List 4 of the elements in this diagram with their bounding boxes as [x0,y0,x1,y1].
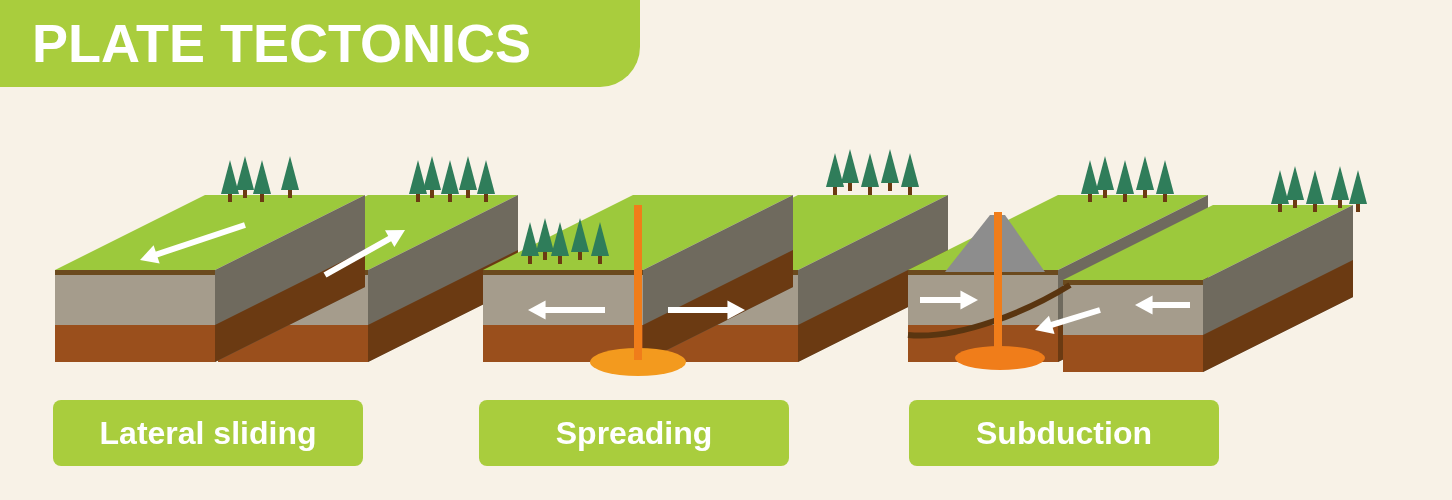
caption-label: Subduction [909,400,1219,466]
title-heading: PLATE TECTONICS [0,0,640,87]
caption-label: Spreading [479,400,789,466]
caption-label: Lateral sliding [53,400,363,466]
